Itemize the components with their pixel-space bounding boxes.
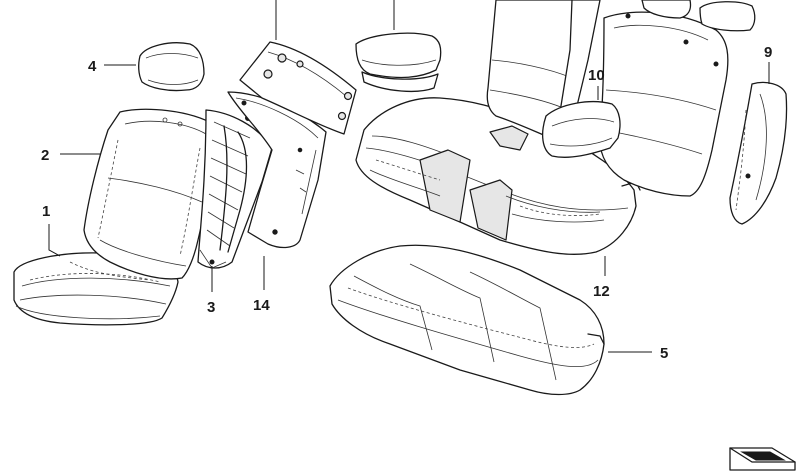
part-label-10: 10 <box>588 67 605 84</box>
backrest-rear-panel <box>227 91 327 249</box>
part-label-3: 3 <box>207 299 215 316</box>
armrest-cushion-top <box>355 0 442 92</box>
leader-lines <box>48 64 652 353</box>
rear-bench-cushion <box>329 244 605 396</box>
rear-seat-cushion-assembly <box>355 97 641 255</box>
part-label-9: 9 <box>764 44 772 61</box>
rear-backrest-right <box>599 0 756 197</box>
part-label-5: 5 <box>660 345 668 362</box>
part-label-14: 14 <box>253 297 270 314</box>
backrest-frame <box>197 109 273 269</box>
part-labels: 1 2 3 4 5 9 10 12 14 <box>41 44 772 362</box>
rear-armrest <box>541 86 621 158</box>
side-bolster <box>729 62 788 225</box>
part-label-4: 4 <box>88 58 97 75</box>
part-label-12: 12 <box>593 283 610 300</box>
trim-panel <box>239 0 357 135</box>
part-label-1: 1 <box>42 203 50 220</box>
front-headrest <box>138 42 205 92</box>
rear-backrest <box>486 0 601 141</box>
corner-logo <box>729 447 796 471</box>
part-label-2: 2 <box>41 147 49 164</box>
